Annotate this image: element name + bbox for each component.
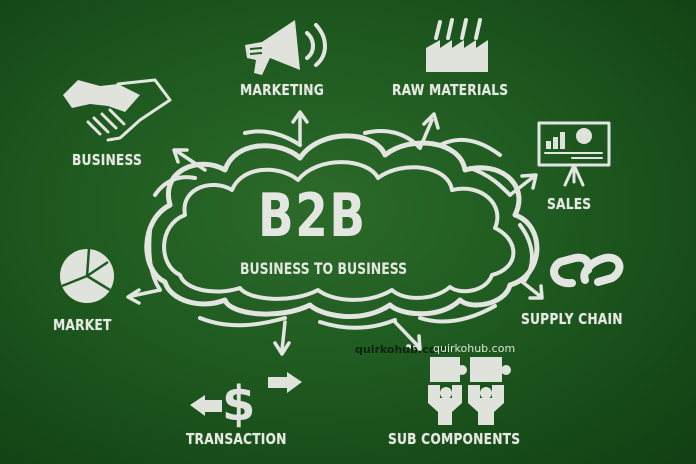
center-title: B2B [258,181,367,251]
cloud-outline-outer [144,133,540,320]
label-raw-materials: RAW MATERIALS [392,81,509,99]
watermark: quirkohub.com [355,343,448,356]
label-business: BUSINESS [72,151,142,169]
arrow-to-market [126,288,162,305]
arrow-to-sub-components [393,320,422,351]
label-sales: SALES [547,195,592,213]
arrow-to-marketing [291,110,309,147]
label-supply-chain: SUPPLY CHAIN [521,310,623,328]
arrow-to-transaction [273,320,291,356]
pie-chart-icon [60,248,114,303]
megaphone-icon [245,20,327,75]
arrow-to-supply-chain [518,278,544,300]
arrow-to-business [172,148,207,172]
label-sub-components: SUB COMPONENTS [388,430,521,448]
watermark: quirkohub.com [433,342,516,355]
handshake-icon [63,78,172,142]
presentation-board-icon [537,121,611,187]
chain-link-icon [550,253,624,288]
label-transaction: TRANSACTION [186,430,287,448]
label-market: MARKET [53,316,112,334]
puzzle-people-icon [428,357,511,425]
dollar-arrows-icon: $ [190,372,302,432]
arrow-to-raw-materials [418,112,440,150]
cloud-outline-inner [162,160,516,302]
arrow-to-sales [508,173,538,197]
svg-text:$: $ [222,376,255,432]
label-marketing: MARKETING [240,81,324,99]
center-subtitle: BUSINESS TO BUSINESS [240,259,408,278]
factory-icon [426,18,488,72]
